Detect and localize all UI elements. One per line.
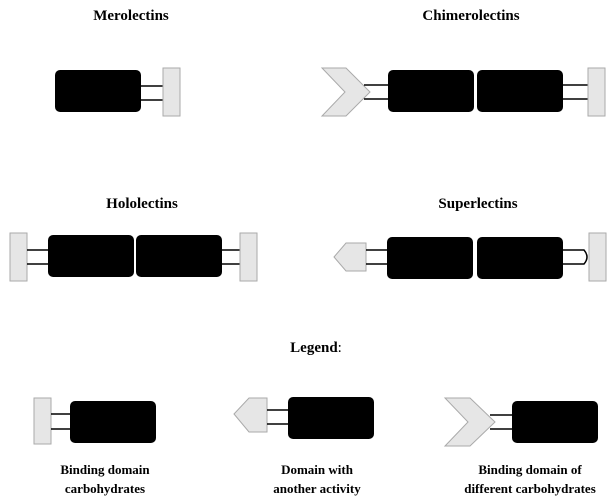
title-hololectins: Hololectins	[106, 196, 178, 212]
catalytic-domain-block	[388, 70, 474, 112]
catalytic-domain-block	[512, 401, 598, 443]
catalytic-domain-block	[288, 397, 374, 439]
title-superlectins: Superlectins	[438, 196, 517, 212]
legend-title: Legend:	[290, 340, 342, 356]
legend-caption-line2: another activity	[273, 481, 361, 496]
legend-item-other-activity: Domain with another activity	[233, 397, 374, 496]
superlectin-structure	[333, 232, 607, 282]
other-activity-domain-arrow	[333, 242, 367, 272]
carbohydrate-binding-domain-block	[162, 67, 181, 117]
carbohydrate-binding-domain-block	[33, 397, 52, 445]
catalytic-domain-block	[136, 235, 222, 277]
legend-caption-line2: different carbohydrates	[464, 481, 596, 496]
catalytic-domain-block	[477, 70, 563, 112]
carbohydrate-binding-domain-block	[588, 232, 607, 282]
title-merolectins: Merolectins	[93, 8, 169, 24]
catalytic-domain-block	[387, 237, 473, 279]
catalytic-domain-block	[477, 237, 563, 279]
different-carbohydrate-binding-domain-chevron	[320, 67, 371, 117]
chimerolectin-structure	[320, 67, 606, 117]
other-activity-domain-arrow	[233, 397, 268, 433]
linker-loop	[562, 249, 588, 265]
hololectin-structure	[9, 232, 258, 282]
catalytic-domain-block	[70, 401, 156, 443]
merolectin-structure	[55, 67, 181, 117]
legend-item-different-carbohydrates: Binding domain of different carbohydrate…	[443, 397, 598, 496]
legend-caption-line1: Binding domain of	[478, 462, 582, 477]
catalytic-domain-block	[48, 235, 134, 277]
carbohydrate-binding-domain-block	[239, 232, 258, 282]
legend-item-binding-domain: Binding domain carbohydrates	[33, 397, 156, 496]
legend-caption-line1: Binding domain	[60, 462, 150, 477]
carbohydrate-binding-domain-block	[587, 67, 606, 117]
different-carbohydrate-binding-domain-chevron	[443, 397, 496, 447]
legend-caption-line2: carbohydrates	[65, 481, 145, 496]
legend-caption-line1: Domain with	[281, 462, 354, 477]
title-chimerolectins: Chimerolectins	[422, 8, 519, 24]
carbohydrate-binding-domain-block	[9, 232, 28, 282]
catalytic-domain-block	[55, 70, 141, 112]
